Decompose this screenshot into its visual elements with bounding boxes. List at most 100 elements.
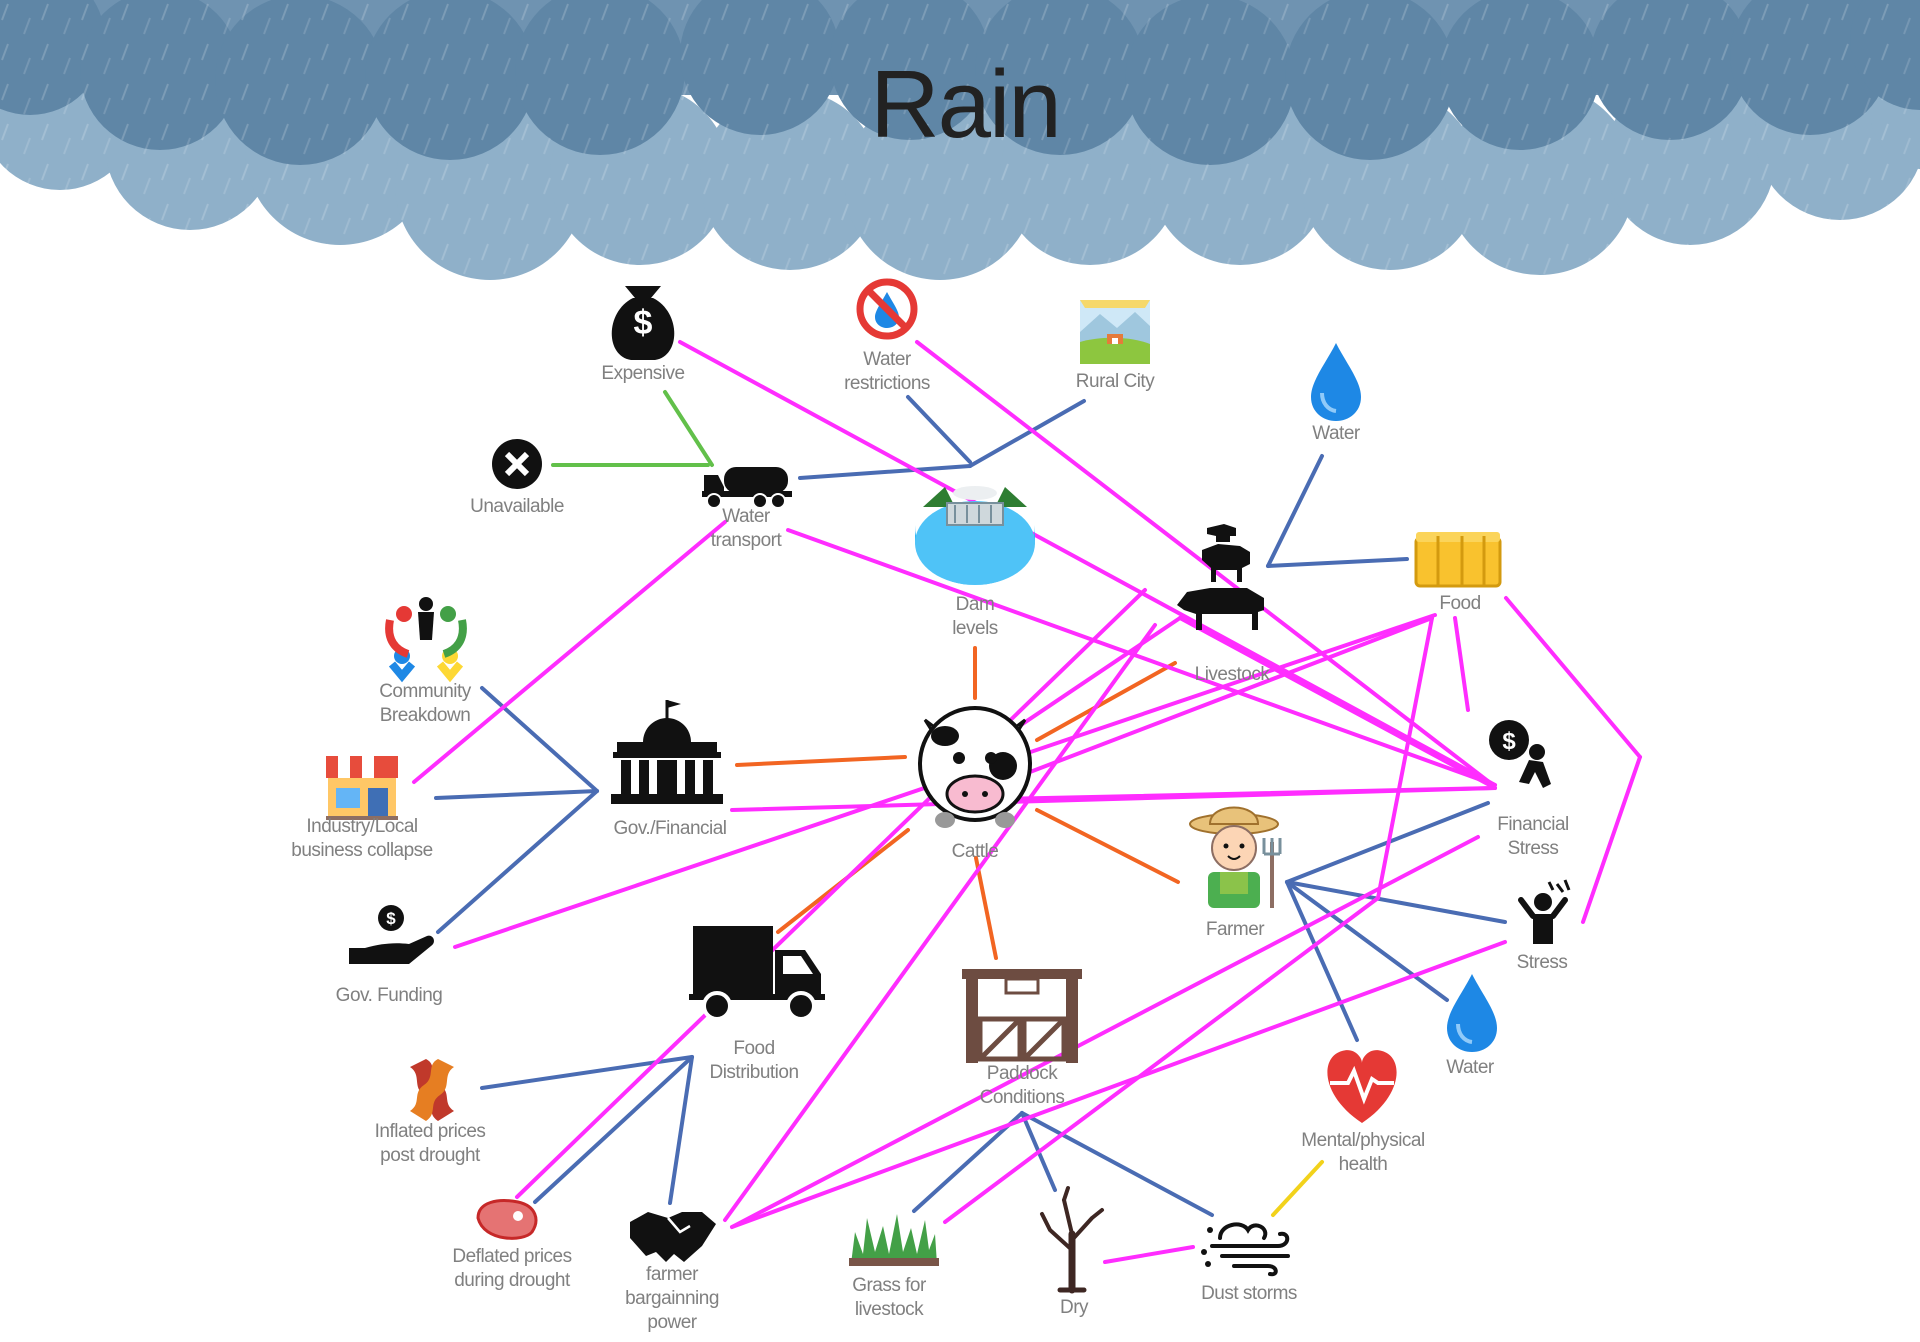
node-label-farmer: Farmer (1205, 919, 1265, 940)
edge-line (1035, 808, 1180, 884)
edge-line (786, 528, 1497, 787)
node-label-dust-storms: Dust storms (1201, 1283, 1297, 1304)
edge-line (735, 755, 907, 767)
edge-line (974, 856, 998, 960)
water-truck-icon (702, 467, 792, 509)
edge-line (1103, 1245, 1195, 1264)
edge-line (436, 789, 599, 934)
community-icon (385, 597, 467, 683)
hay-bale-icon (1414, 532, 1502, 588)
edge-line (968, 399, 1086, 468)
close-icon (492, 439, 542, 489)
edge-line (480, 686, 599, 793)
dam-icon (915, 486, 1035, 585)
stress-icon (1518, 879, 1571, 944)
edge-line (1020, 1111, 1214, 1217)
edge-line (955, 616, 1434, 802)
edge-line (1266, 557, 1409, 568)
water-drop-icon (1447, 974, 1497, 1052)
dead-tree-icon (1040, 1186, 1104, 1294)
edge-line (1376, 616, 1434, 900)
edge-line (1285, 880, 1359, 1042)
bacon-icon (410, 1059, 454, 1121)
edge-line (668, 1055, 694, 1205)
dust-storm-icon (1201, 1222, 1290, 1277)
delivery-truck-icon (689, 926, 825, 1021)
edge-line (730, 940, 1507, 1229)
edge-line (1453, 616, 1470, 712)
svg-text:$: $ (1502, 728, 1516, 755)
farmer-icon (1189, 806, 1282, 908)
node-label-gov-financial: Gov./Financial (613, 818, 727, 839)
edge-line (1266, 454, 1324, 568)
government-building-icon (611, 700, 723, 804)
financial-stress-icon: $ (1489, 720, 1551, 788)
node-label-rural-city: Rural City (1075, 371, 1155, 392)
connector-lines (412, 340, 1642, 1264)
edge-line (730, 835, 1480, 1229)
edge-line (480, 1055, 694, 1090)
edge-line (434, 789, 599, 800)
node-label-water-top: Water (1312, 423, 1360, 444)
edge-line (1285, 880, 1449, 1002)
diagram-title: Rain (870, 51, 1061, 158)
edge-line (1035, 661, 1177, 742)
node-label-dry: Dry (1059, 1297, 1089, 1318)
edge-line (915, 340, 1495, 787)
shop-icon (326, 756, 398, 820)
landscape-icon (1080, 300, 1150, 364)
money-bag-icon: $ (611, 286, 675, 360)
node-label-unavailable: Unavailable (470, 496, 564, 517)
edge-line (663, 390, 714, 467)
edge-line (678, 340, 1497, 787)
edge-line (1581, 755, 1642, 924)
node-label-gov-funding: Gov. Funding (335, 985, 443, 1006)
node-label-livestock: Livestock (1194, 664, 1270, 685)
grass-icon (849, 1214, 939, 1266)
heart-health-icon (1327, 1050, 1397, 1123)
node-label-expensive: Expensive (601, 363, 685, 384)
edge-line (1285, 880, 1507, 924)
rain-cloud-banner (0, 0, 1920, 280)
edge-line (1504, 596, 1642, 759)
node-label-water-bottom: Water (1446, 1057, 1494, 1078)
handshake-icon (630, 1212, 716, 1262)
edge-line (412, 520, 727, 784)
paddock-gate-icon (962, 969, 1082, 1063)
edge-line (943, 896, 1380, 1224)
svg-text:$: $ (634, 304, 653, 342)
funding-hand-icon: $ (349, 905, 434, 964)
node-label-food: Food (1439, 593, 1481, 614)
edge-line (1178, 616, 1497, 790)
livestock-icon (1177, 524, 1264, 630)
node-label-cattle: Cattle (951, 841, 999, 862)
edge-line (955, 786, 1497, 802)
edge-line (515, 588, 1147, 1199)
edge-line (798, 464, 972, 480)
edge-line (906, 395, 972, 464)
edge-line (912, 1111, 1024, 1213)
no-water-icon (856, 278, 918, 340)
edge-line (533, 1055, 694, 1204)
edge-line (723, 623, 1157, 1222)
steak-icon (476, 1199, 538, 1240)
cow-icon (918, 706, 1032, 828)
node-label-stress: Stress (1516, 952, 1568, 973)
water-drop-icon (1311, 343, 1361, 421)
svg-text:$: $ (386, 909, 396, 928)
edge-line (1271, 1160, 1324, 1217)
